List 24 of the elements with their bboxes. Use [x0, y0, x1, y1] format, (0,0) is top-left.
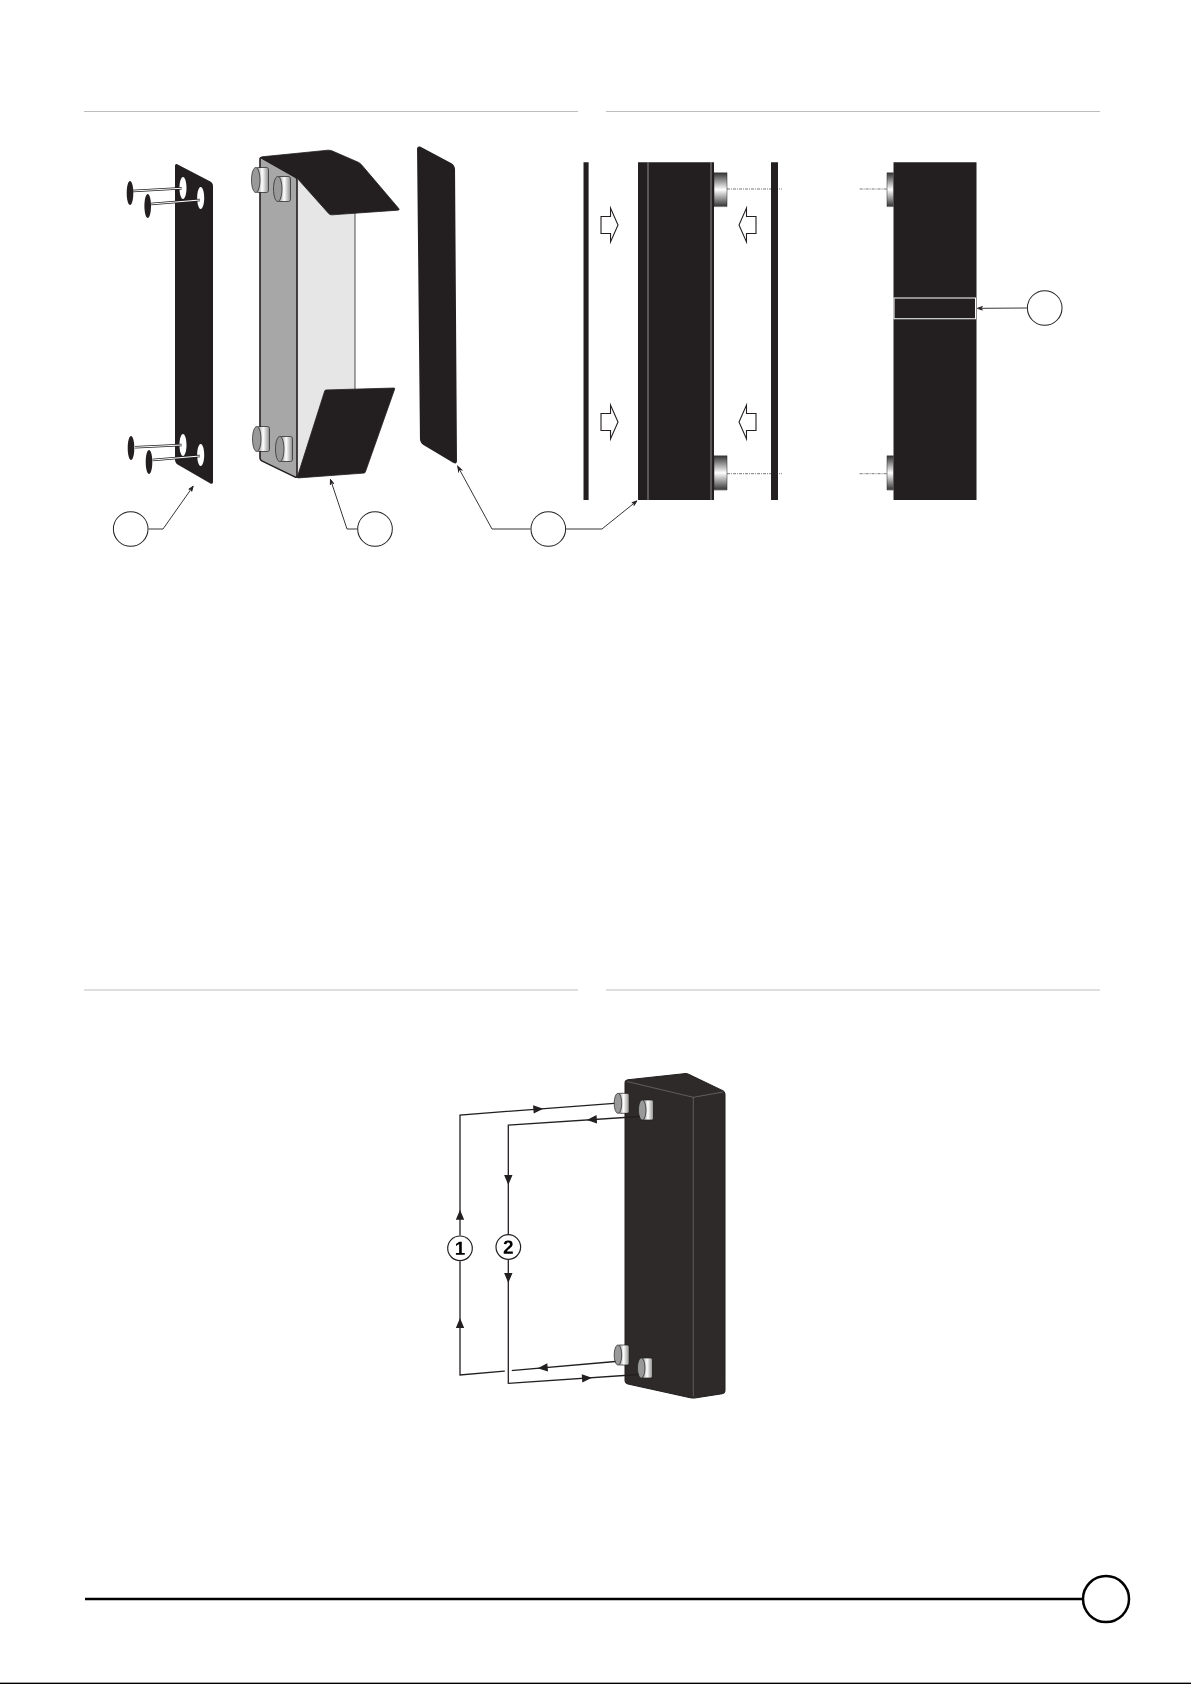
leader-line [148, 485, 194, 530]
callout-circle [530, 511, 567, 547]
flow-line [455, 1102, 615, 1237]
callout-circle [1026, 290, 1063, 326]
callout-circle [357, 511, 393, 547]
port [637, 1357, 653, 1379]
end-plate [417, 146, 457, 464]
port [613, 1344, 630, 1366]
port [613, 1092, 630, 1114]
flow-line [455, 1260, 617, 1376]
flow-line [504, 1115, 641, 1235]
heat-exchanger [251, 149, 400, 479]
plate-pack [638, 162, 728, 501]
leader-line [329, 478, 358, 530]
heat-exchanger [886, 162, 977, 500]
port [638, 1099, 654, 1121]
frame-plate [175, 164, 213, 484]
leader-line [976, 306, 1028, 311]
circled-number: 2 [495, 1234, 522, 1260]
nameplate [893, 297, 976, 320]
callout-circle [112, 511, 149, 547]
leader-line [565, 500, 638, 530]
leader-line [457, 465, 531, 530]
circled-number: 1 [447, 1235, 473, 1262]
